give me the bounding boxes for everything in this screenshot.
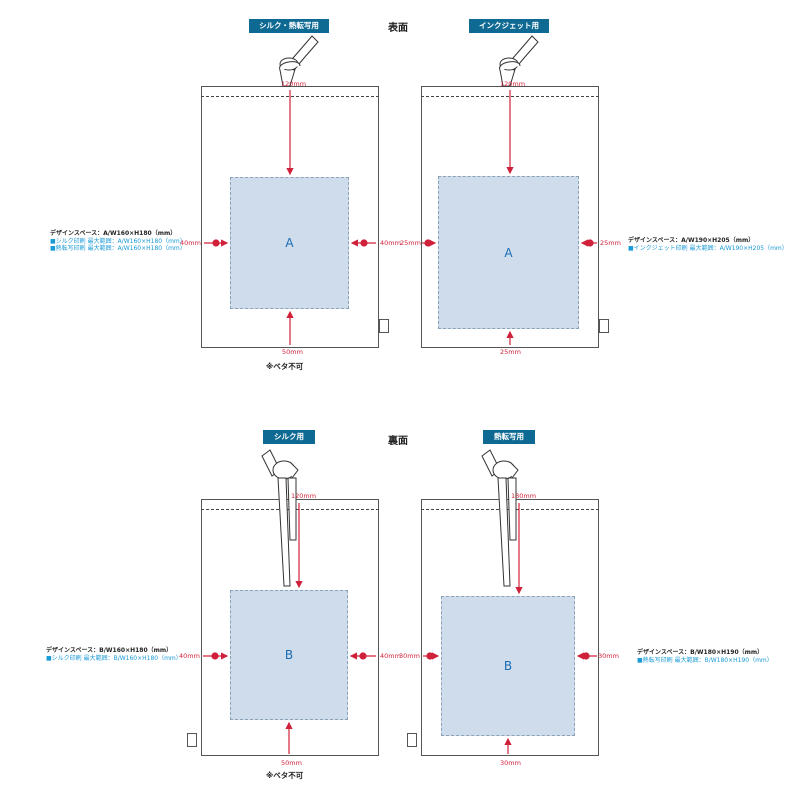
- front-left-spec: デザインスペース：A/W160×H180（mm） ■シルク印刷 最大範囲：A/W…: [50, 230, 186, 253]
- back-left-left-dot: [211, 652, 219, 660]
- front-left-area-label: A: [285, 236, 294, 250]
- front-right-side-tab: [599, 319, 609, 333]
- front-left-drawstring-icon: [279, 35, 319, 87]
- back-right-right-label: 30mm: [598, 652, 619, 660]
- back-left-drawstring-icon: [261, 449, 299, 587]
- back-left-right-label: 40mm: [380, 652, 401, 660]
- front-left-right-label: 40mm: [380, 239, 401, 247]
- front-left-note: ※ベタ不可: [266, 362, 304, 371]
- back-right-spec-main: デザインスペース：B/W180×H190（mm）: [637, 649, 764, 656]
- front-right-spec-sub1: ■インクジェット印刷 最大範囲：A/W190×H205（mm）: [628, 244, 788, 252]
- front-right-left-dot: [424, 239, 432, 247]
- back-left-left-label: 40mm: [179, 652, 200, 660]
- front-right-spec-main: デザインスペース：A/W190×H205（mm）: [628, 237, 755, 244]
- back-right-drawstring-icon: [481, 449, 519, 587]
- front-right-right-dot: [586, 239, 594, 247]
- back-right-bottom-label: 30mm: [500, 759, 521, 767]
- front-right-right-label: 25mm: [600, 239, 621, 247]
- front-right-badge: インクジェット用: [469, 19, 549, 33]
- front-left-top-label: 120mm: [281, 80, 307, 88]
- back-right-design-area: B: [441, 596, 575, 736]
- back-left-side-tab: [187, 733, 197, 747]
- back-right-area-label: B: [503, 659, 513, 673]
- back-right-top-label: 130mm: [511, 492, 537, 500]
- front-left-spec-sub2: ■熱転写印刷 最大範囲：A/W160×H180（mm）: [50, 245, 186, 252]
- front-left-left-label: 40mm: [180, 239, 201, 247]
- front-right-left-label: 25mm: [400, 239, 421, 247]
- front-left-badge: シルク・熱転写用: [249, 19, 329, 33]
- front-left-design-area: A: [230, 177, 349, 309]
- back-right-side-tab: [407, 733, 417, 747]
- back-right-badge: 熱転写用: [483, 430, 535, 444]
- front-left-spec-main: デザインスペース：A/W160×H180（mm）: [50, 230, 177, 237]
- front-left-spec-sub1: ■シルク印刷 最大範囲：A/W160×H180（mm）: [50, 237, 186, 245]
- front-section-title: 表面: [388, 23, 408, 34]
- front-left-right-dot: [360, 239, 368, 247]
- back-section-title: 裏面: [388, 436, 408, 447]
- front-left-side-tab: [379, 319, 389, 333]
- back-right-left-dot: [426, 652, 434, 660]
- front-right-top-label: 120mm: [500, 80, 526, 88]
- back-left-note: ※ベタ不可: [266, 771, 304, 780]
- back-right-left-label: 30mm: [399, 652, 420, 660]
- back-left-top-label: 120mm: [291, 492, 317, 500]
- front-right-area-label: A: [504, 245, 513, 260]
- back-right-right-dot: [582, 652, 590, 660]
- back-left-spec-main: デザインスペース：B/W160×H180（mm）: [46, 647, 173, 654]
- back-right-spec: デザインスペース：B/W180×H190（mm） ■熱転写印刷 最大範囲：B/W…: [637, 649, 773, 664]
- back-left-bottom-label: 50mm: [281, 759, 302, 767]
- back-left-spec: デザインスペース：B/W160×H180（mm） ■シルク印刷 最大範囲：B/W…: [46, 647, 182, 662]
- back-left-design-area: B: [230, 590, 348, 720]
- back-right-spec-sub1: ■熱転写印刷 最大範囲：B/W180×H190（mm）: [637, 656, 773, 664]
- front-right-bottom-label: 25mm: [500, 348, 521, 356]
- back-left-area-label: B: [284, 648, 294, 662]
- front-right-drawstring-icon: [499, 35, 539, 87]
- back-left-spec-sub1: ■シルク印刷 最大範囲：B/W160×H180（mm）: [46, 654, 182, 662]
- front-right-design-area: A: [438, 176, 579, 329]
- back-left-badge: シルク用: [263, 430, 315, 444]
- front-left-left-dot: [212, 239, 220, 247]
- back-left-right-dot: [359, 652, 367, 660]
- front-right-spec: デザインスペース：A/W190×H205（mm） ■インクジェット印刷 最大範囲…: [628, 237, 788, 252]
- front-left-bottom-label: 50mm: [282, 348, 303, 356]
